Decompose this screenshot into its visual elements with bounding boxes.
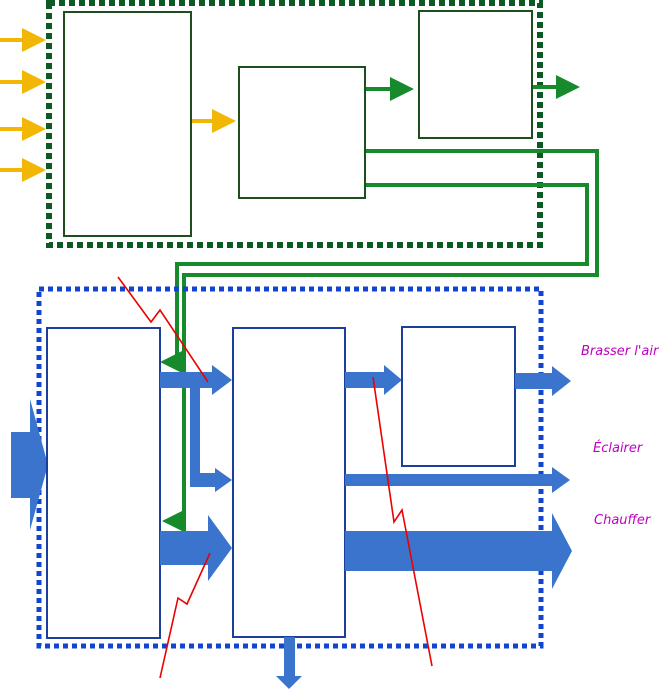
distribute-block (232, 327, 346, 638)
communicate-block (418, 10, 533, 139)
loss-arrow-down (276, 637, 302, 689)
output-arrow-light (345, 467, 570, 493)
green-order-line-2 (160, 183, 589, 374)
flow-arrow-branch (190, 468, 232, 492)
control-chain-frame (46, 0, 543, 248)
label-stir-air: Brasser l'air (581, 344, 659, 359)
green-order-line-1 (162, 149, 599, 533)
fault-line-lower-left (159, 552, 211, 679)
label-light: Éclairer (593, 441, 643, 456)
acquire-block (63, 11, 192, 237)
flow-branch-vertical (190, 388, 200, 473)
fault-line-right (372, 376, 433, 667)
convert-block (401, 326, 516, 467)
output-arrow-stir-air (515, 366, 571, 396)
flow-arrow-upper (160, 365, 232, 395)
fault-line-upper-left (117, 276, 209, 383)
yellow-input-arrows (0, 28, 46, 182)
output-arrow-heat (345, 513, 572, 589)
flow-arrow-lower (160, 515, 232, 581)
process-block (238, 66, 366, 199)
supply-block (46, 327, 161, 639)
power-input-arrow (11, 399, 48, 530)
label-heat: Chauffer (594, 513, 651, 528)
